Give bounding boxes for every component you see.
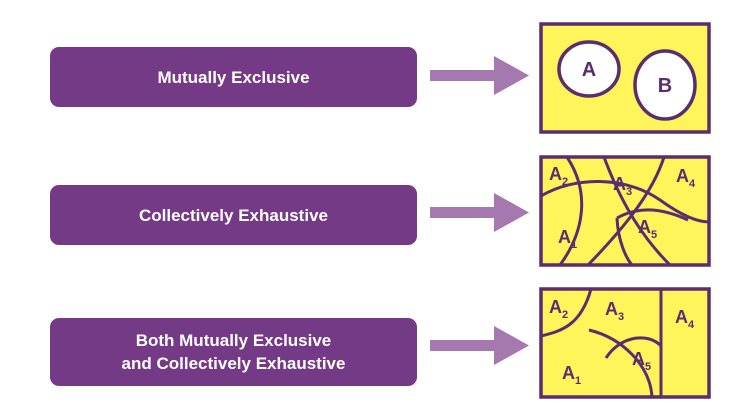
ce-region-labels: A2 A3 A4 A5 A1 [549,164,696,251]
collectively-exhaustive-label-box: Collectively Exhaustive [50,185,417,245]
arrow-right-icon-3 [430,326,529,365]
set-a-label: A [582,59,596,81]
partition-panel [541,289,709,397]
svg-text:A3: A3 [605,299,624,323]
svg-text:A2: A2 [549,297,568,321]
svg-text:A5: A5 [638,217,657,241]
both-label-box: Both Mutually Exclusive and Collectively… [50,318,417,386]
svg-text:A1: A1 [558,227,577,251]
mutually-exclusive-venn: A B [539,22,711,134]
collectively-exhaustive-label: Collectively Exhaustive [139,205,328,225]
svg-text:A1: A1 [562,363,581,387]
ce-panel [541,157,709,265]
mutually-exclusive-label: Mutually Exclusive [157,67,310,87]
svg-text:A2: A2 [549,164,568,188]
both-label-line2: and Collectively Exhaustive [121,354,346,373]
svg-text:A5: A5 [632,349,651,373]
partition-region-labels: A2 A3 A4 A5 A1 [549,297,695,387]
set-b-label: B [658,75,672,97]
set-a-circle [557,40,621,98]
collectively-exhaustive-partition: A2 A3 A4 A5 A1 [539,155,711,267]
mutually-exclusive-label-box: Mutually Exclusive [50,47,417,107]
partition-diagram: A2 A3 A4 A5 A1 [539,287,711,399]
svg-text:A4: A4 [676,166,696,190]
both-label-line1: Both Mutually Exclusive [135,331,332,350]
svg-text:A4: A4 [675,307,695,331]
svg-text:A3: A3 [613,174,632,198]
arrow-right-icon-1 [430,56,529,95]
set-b-circle [633,49,697,121]
arrow-right-icon-2 [430,193,529,232]
